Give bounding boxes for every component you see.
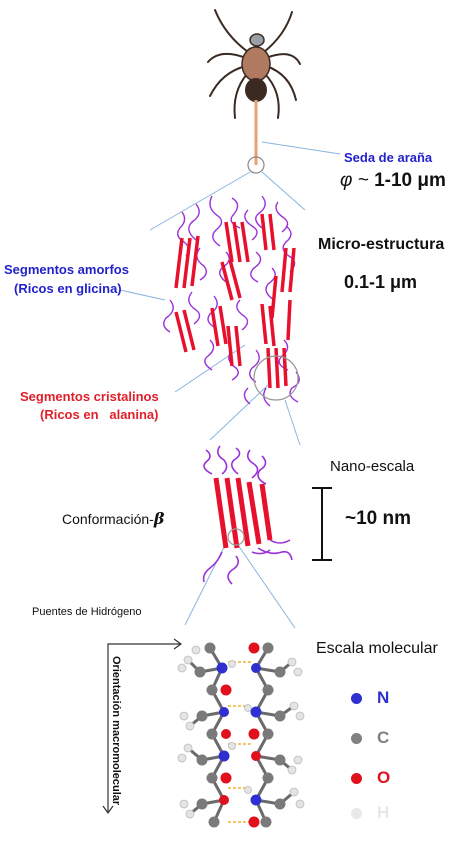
scale-bar bbox=[312, 487, 332, 561]
label-diameter: φ ~ 1-10 μm bbox=[340, 170, 446, 192]
legend-dot-h bbox=[351, 808, 362, 819]
zoom-guides bbox=[119, 141, 341, 629]
label-micro-title: Micro-estructura bbox=[318, 236, 445, 253]
legend-letter-h: H bbox=[377, 803, 390, 822]
label-amorphous-sub: (Ricos en glicina) bbox=[14, 281, 122, 296]
label-molecular-title: Escala molecular bbox=[316, 640, 438, 657]
diameter-value: 1-10 μm bbox=[374, 170, 446, 191]
nano-zoom-circle bbox=[227, 528, 245, 546]
beta-symbol: β bbox=[153, 509, 165, 528]
label-hbonds: Puentes de Hidrógeno bbox=[32, 606, 142, 618]
orientation-arrow bbox=[102, 638, 183, 815]
label-micro-size: 0.1-1 μm bbox=[344, 272, 418, 292]
spider-icon bbox=[207, 9, 301, 119]
label-nano-size: ~10 nm bbox=[345, 508, 412, 529]
label-nano-title: Nano-escala bbox=[330, 458, 415, 475]
zoom-circle bbox=[247, 156, 265, 174]
label-beta: Conformación-β bbox=[62, 509, 165, 528]
legend-dot-n bbox=[351, 693, 362, 704]
legend-letter-n: N bbox=[377, 688, 390, 707]
micro-zoom-circle bbox=[253, 355, 299, 401]
micro-structure-cluster bbox=[163, 195, 300, 407]
diameter-symbol: φ ~ bbox=[340, 170, 375, 191]
legend-dot-o bbox=[351, 773, 362, 784]
legend-letter-c: C bbox=[377, 728, 390, 747]
beta-text: Conformación- bbox=[62, 511, 154, 527]
molecular-model bbox=[177, 642, 305, 828]
label-crystal-sub: (Ricos en alanina) bbox=[40, 407, 159, 422]
label-amorphous-title: Segmentos amorfos bbox=[4, 262, 129, 277]
label-silk: Seda de araña bbox=[344, 150, 433, 165]
label-crystal-title: Segmentos cristalinos bbox=[20, 389, 159, 404]
beta-sheet-bundle bbox=[202, 445, 293, 585]
legend-letter-o: O bbox=[377, 768, 391, 787]
legend-dot-c bbox=[351, 733, 362, 744]
label-orientation: Orientación macromolecular bbox=[110, 656, 122, 806]
